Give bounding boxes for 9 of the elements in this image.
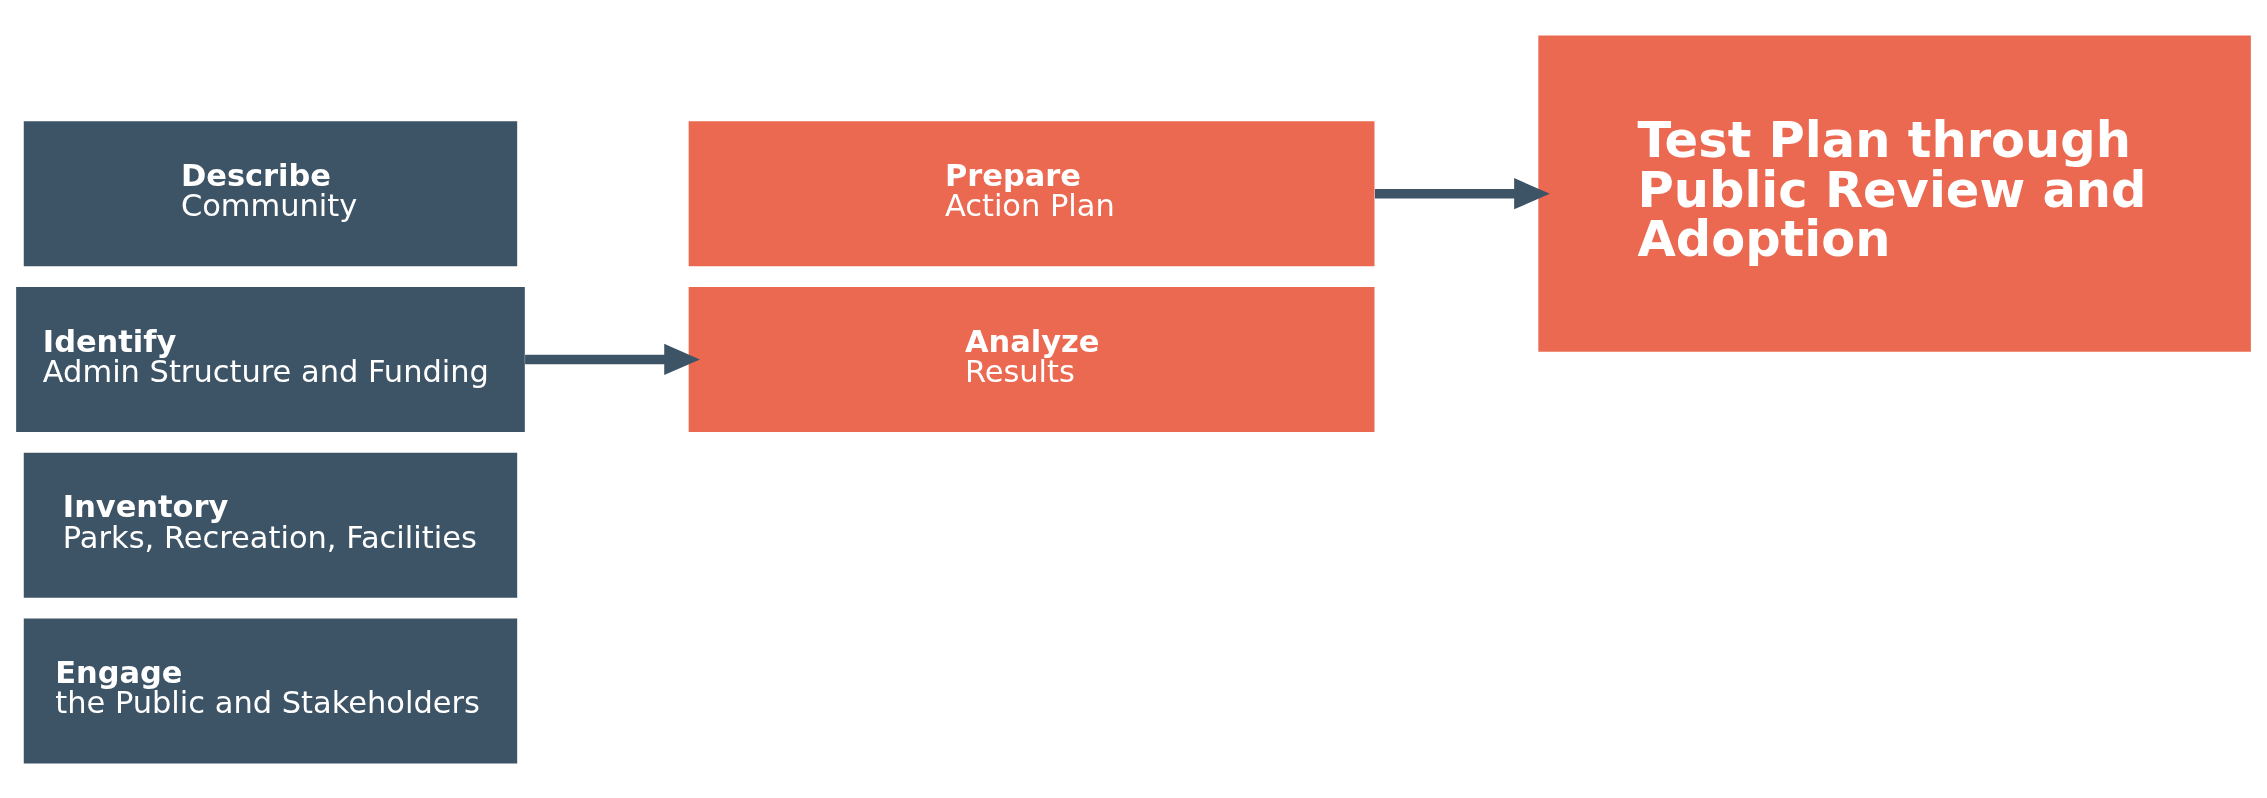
arrow	[525, 343, 700, 375]
arrow	[1374, 177, 1550, 209]
node-box: Inventory Parks, Recreation, Facilities	[23, 452, 518, 598]
node-box: Test Plan through Public Review and Adoption	[1538, 35, 2251, 352]
node-box: Identify Admin Structure and Funding	[16, 286, 525, 432]
node-box: Engage the Public and Stakeholders	[23, 618, 518, 763]
node-box: Prepare Action Plan	[688, 120, 1375, 266]
node-box: Analyze Results	[688, 286, 1375, 432]
node-box: Describe Community	[23, 120, 518, 266]
